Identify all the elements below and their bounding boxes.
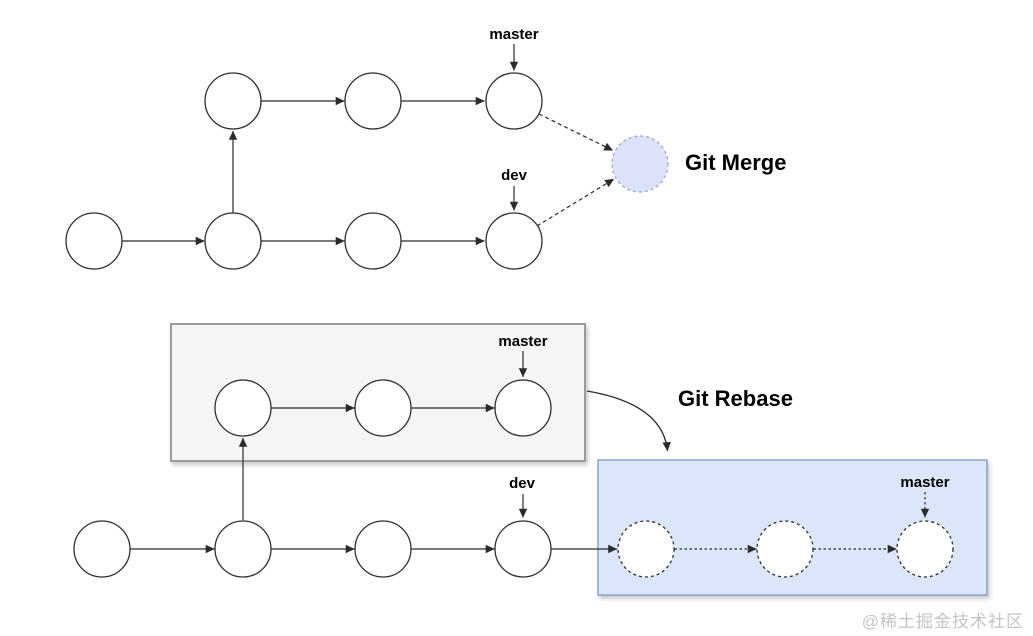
merge-base-commit-1 (204, 212, 262, 270)
merge-master-branch-label: master (489, 26, 538, 43)
rebase-move-arrow (586, 390, 671, 452)
merge-result-commit (611, 135, 669, 193)
merge-master-commit-2 (344, 72, 402, 130)
rebase-old-master-branch-label: master (498, 333, 547, 350)
merge-from-master-edge (538, 113, 614, 152)
rebase-base-commit-2 (354, 520, 412, 578)
watermark: @稀土掘金技术社区 (861, 612, 1024, 631)
rebase-old-commit-1 (214, 379, 272, 437)
rebase-base-commit-0 (73, 520, 131, 578)
rebase-base-commit-1 (214, 520, 272, 578)
git-merge-title: Git Merge (685, 150, 786, 175)
rebase-new-master-branch-label: master (900, 474, 949, 491)
merge-dev-commit-2 (344, 212, 402, 270)
merge-from-dev-edge (536, 178, 615, 227)
rebase-dev-branch-label: dev (509, 475, 536, 492)
rebase-new-commit-3 (896, 520, 954, 578)
merge-master-commit-3 (485, 72, 543, 130)
merge-dev-commit-3 (485, 212, 543, 270)
merge-master-commit-1 (204, 72, 262, 130)
merge-base-commit-0 (65, 212, 123, 270)
rebase-new-commit-1 (617, 520, 675, 578)
merge-dev-branch-label: dev (501, 167, 528, 184)
git-rebase-title: Git Rebase (678, 386, 793, 411)
rebase-old-commit-2 (354, 379, 412, 437)
rebase-dev-commit-3 (494, 520, 552, 578)
rebase-new-commit-2 (756, 520, 814, 578)
rebase-old-commit-3 (494, 379, 552, 437)
